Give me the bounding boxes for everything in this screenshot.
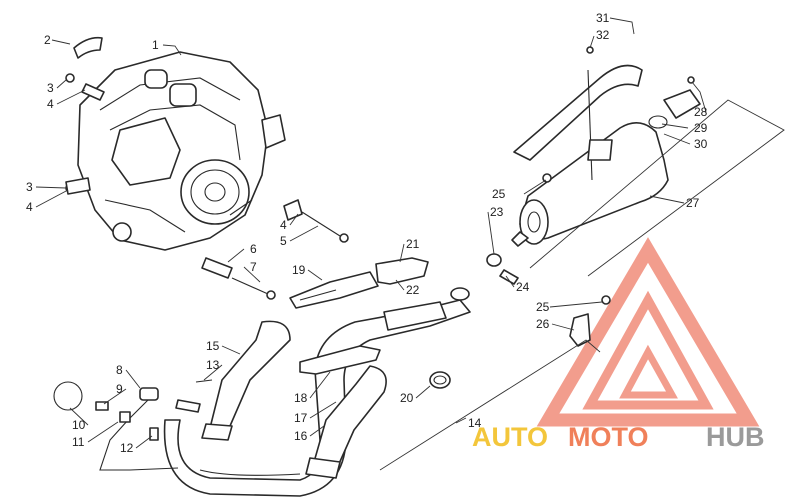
callout-21: 21 — [406, 237, 420, 251]
callout-29: 29 — [694, 121, 708, 135]
callout-4: 4 — [280, 218, 287, 232]
callout-10: 10 — [72, 418, 86, 432]
spark-arrestor — [663, 89, 701, 119]
watermark-auto: AUTO — [472, 422, 548, 452]
bracket-26 — [569, 313, 591, 347]
callout-labels: 1 2 3 4 3 4 4 5 6 7 8 9 10 11 12 13 14 1… — [26, 11, 708, 455]
callout-23: 23 — [490, 205, 504, 219]
front-pipe-15 — [209, 320, 291, 429]
callout-16: 16 — [294, 429, 308, 443]
muffler-shield-31 — [513, 64, 643, 161]
callout-18: 18 — [294, 391, 308, 405]
clamp-20 — [429, 371, 451, 389]
callout-22: 22 — [406, 283, 420, 297]
callout-17: 17 — [294, 411, 308, 425]
watermark-moto: MOTO — [568, 422, 649, 452]
callout-20: 20 — [400, 391, 414, 405]
callout-25: 25 — [536, 300, 550, 314]
watermark-wordmark: AUTO MOTO HUB — [472, 422, 765, 452]
callout-13: 13 — [206, 358, 220, 372]
exhaust-header-pipe — [163, 299, 471, 497]
leader-lines — [35, 17, 707, 449]
heat-shield-21 — [375, 257, 429, 285]
callout-30: 30 — [694, 137, 708, 151]
callout-9: 9 — [116, 382, 123, 396]
callout-12: 12 — [120, 441, 134, 455]
stud-bolts — [65, 73, 349, 300]
watermark-logo-triangle — [536, 237, 760, 427]
rear-pipe-17 — [313, 365, 387, 467]
callout-28: 28 — [694, 105, 708, 119]
watermark-hub: HUB — [706, 422, 765, 452]
callout-7: 7 — [250, 260, 257, 274]
heat-shield-18 — [299, 345, 381, 375]
callout-4: 4 — [26, 200, 33, 214]
callout-3: 3 — [47, 81, 54, 95]
callout-8: 8 — [116, 363, 123, 377]
callout-6: 6 — [250, 242, 257, 256]
gasket-23 — [486, 253, 502, 267]
callout-19: 19 — [292, 263, 306, 277]
engine-assembly — [77, 51, 286, 251]
callout-32: 32 — [596, 28, 610, 42]
callout-26: 26 — [536, 317, 550, 331]
callout-4: 4 — [47, 97, 54, 111]
callout-15: 15 — [206, 339, 220, 353]
callout-27: 27 — [686, 196, 700, 210]
callout-11: 11 — [72, 435, 85, 449]
callout-1: 1 — [152, 38, 159, 52]
sensor-assembly — [53, 379, 213, 471]
callout-14: 14 — [468, 416, 482, 430]
callout-3: 3 — [26, 180, 33, 194]
callout-24: 24 — [516, 280, 530, 294]
callout-5: 5 — [280, 234, 287, 248]
spring-24 — [499, 269, 519, 285]
callout-31: 31 — [596, 11, 610, 25]
gasket-part — [73, 36, 103, 59]
callout-25: 25 — [492, 187, 506, 201]
callout-2: 2 — [44, 33, 51, 47]
